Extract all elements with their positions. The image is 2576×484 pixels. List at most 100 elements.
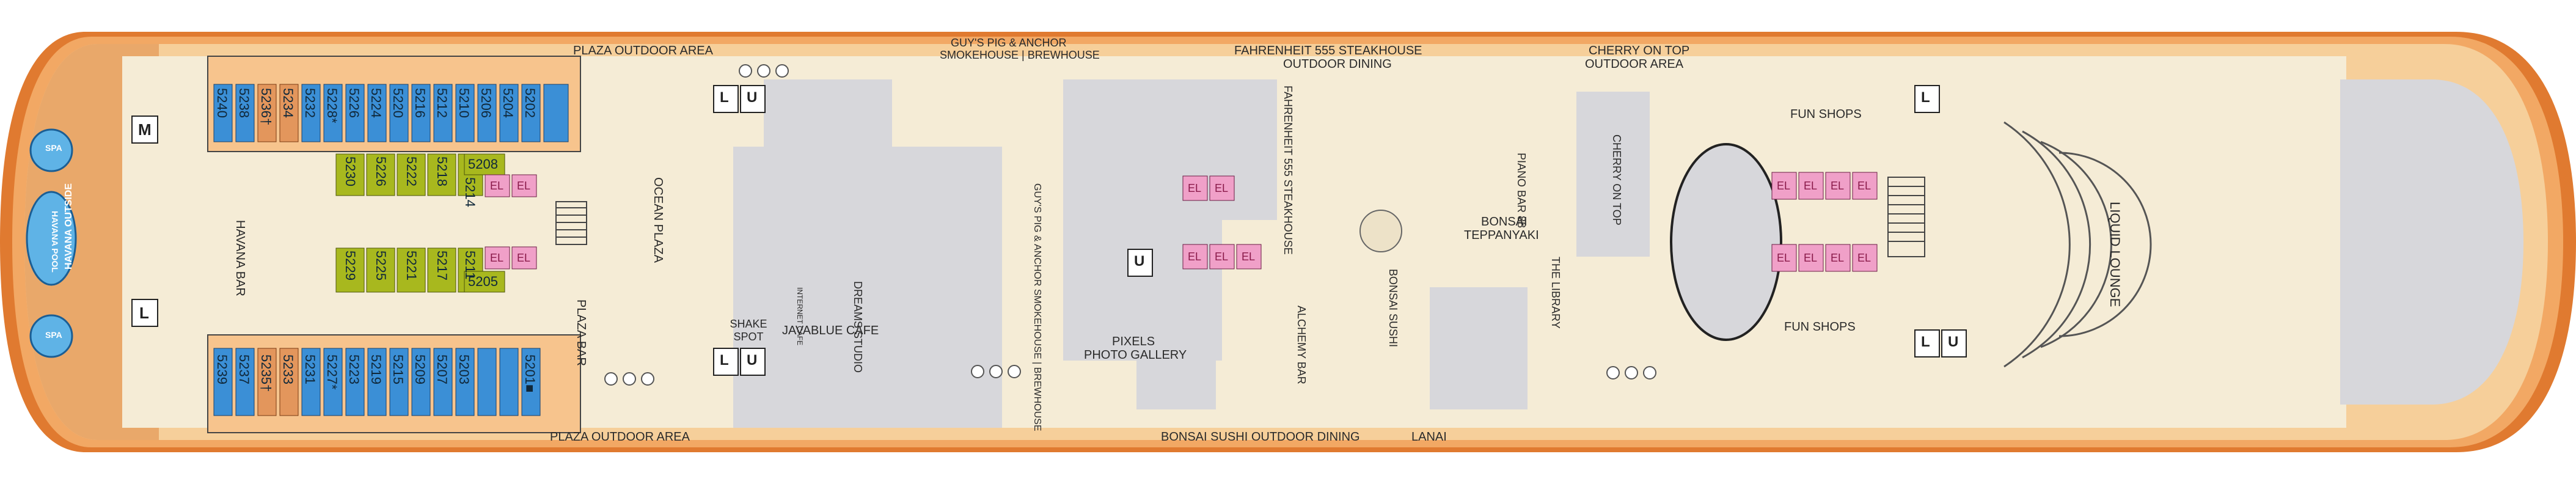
el-label-14: EL (1777, 252, 1791, 264)
cabin-label: 5239 (214, 354, 230, 384)
cabin-label: 5225 (373, 251, 389, 280)
bonsai-outdoor-label: BONSAI SUSHI OUTDOOR DINING (1161, 430, 1360, 444)
el-label-15: EL (1804, 252, 1818, 264)
the-library-label: THE LIBRARY (1550, 257, 1562, 329)
icon-l-bottom: L (139, 304, 149, 322)
havana-pool-area (26, 128, 77, 358)
cabin-label: 5229 (343, 251, 358, 280)
plaza-outdoor-top-label: PLAZA OUTDOOR AREA (573, 44, 713, 57)
alchemy-bar-label: ALCHEMY BAR (1295, 306, 1308, 384)
cabin-label: 5214 (463, 177, 478, 207)
cabin-label: 5226 (346, 88, 362, 118)
el-label-2: EL (517, 180, 531, 192)
icon-u-fwd-bottom: U (1948, 334, 1959, 350)
el-label-12: EL (1831, 180, 1845, 192)
cabin-label: 5208 (468, 156, 498, 172)
cabin-label: 5240 (214, 88, 230, 118)
cabin-label: 5212 (434, 88, 450, 118)
inner-cabins (335, 153, 505, 293)
cabin-label: 5234 (280, 88, 296, 118)
icon-u-mid-bottom: U (747, 352, 758, 369)
cabin-label: 5222 (404, 156, 419, 186)
lanai-label: LANAI (1411, 430, 1447, 444)
cabin-label: 5227* (324, 354, 340, 390)
icon-u-center: U (1134, 253, 1145, 270)
internet-cafe-label: INTERNET CAFE (796, 287, 804, 346)
cabin-label: 5209 (412, 354, 428, 384)
fahrenheit-top-label-2: OUTDOOR DINING (1283, 57, 1392, 71)
ocean-plaza-label: OCEAN PLAZA (651, 177, 665, 263)
havana-outside-label: HAVANA OUTSIDE (64, 183, 74, 270)
icon-l-mid-bottom: L (720, 352, 729, 369)
liquid-lounge-seating (2003, 121, 2152, 368)
elevators (485, 172, 1878, 272)
icon-l-mid-top: L (720, 89, 729, 106)
cherry-top-label-2: OUTDOOR AREA (1585, 57, 1684, 71)
photo-gallery-label: PHOTO GALLERY (1084, 348, 1187, 362)
cabin-label: 5215 (390, 354, 406, 384)
cabin-label: 5231 (302, 354, 318, 384)
grey-zone-5 (1430, 287, 1528, 409)
plaza-outdoor-bottom-label: PLAZA OUTDOOR AREA (550, 430, 690, 444)
cabin-label: 5228* (324, 88, 340, 123)
cabin-label: 5205 (468, 274, 498, 289)
bonsai-round (1359, 210, 1402, 252)
el-label-6: EL (1215, 182, 1229, 194)
icon-l-fwd-top: L (1921, 89, 1930, 106)
el-label-11: EL (1804, 180, 1818, 192)
cabin-label: 5232 (302, 88, 318, 118)
tables (604, 64, 1656, 386)
top-cabins (213, 84, 569, 142)
cabin-label: 5223 (346, 354, 362, 384)
guys-top-label-2: SMOKEHOUSE | BREWHOUSE (940, 49, 1100, 61)
cabin-label: 5203 (456, 354, 472, 384)
icon-m-top: M (138, 120, 152, 139)
guys-inner-label: GUY'S PIG & ANCHOR SMOKEHOUSE | BREWHOUS… (1032, 183, 1042, 431)
shake-spot-label: SHAKE SPOT (730, 318, 767, 343)
cabin-label: 5236† (258, 88, 274, 126)
cabin-label: 5230 (343, 156, 358, 186)
el-label-13: EL (1857, 180, 1872, 192)
bonsai-teppanyaki-label-1: BONSAI (1481, 215, 1528, 229)
grey-zone-7 (1136, 361, 1216, 409)
cabin-label: 5219 (368, 354, 384, 384)
icon-boxes (131, 85, 1967, 376)
guys-top-label-1: GUY'S PIG & ANCHOR (951, 37, 1067, 49)
cabin-label: 5207 (434, 354, 450, 384)
liquid-lounge-label: LIQUID LOUNGE (2107, 202, 2123, 307)
cabin-label: 5217 (434, 251, 450, 280)
spa-label-bottom: SPA (45, 330, 62, 340)
el-label-4: EL (517, 252, 531, 264)
el-label-3: EL (490, 252, 504, 264)
cabin-label: 5233 (280, 354, 296, 384)
cabin-label: 5216 (412, 88, 428, 118)
cabin-label: 5201■ (522, 354, 538, 393)
cabin-label: 5218 (434, 156, 450, 186)
cabin-label: 5204 (500, 88, 516, 118)
cherry-inner-label: CHERRY ON TOP (1611, 134, 1623, 226)
bottom-cabins (213, 348, 541, 416)
bonsai-teppanyaki-label-2: TEPPANYAKI (1464, 229, 1539, 242)
bonsai-sushi-label: BONSAI SUSHI (1387, 269, 1399, 348)
grey-zone-6 (1576, 92, 1650, 257)
havana-pool-label: HAVANA POOL (50, 211, 60, 273)
el-label-9: EL (1242, 251, 1256, 263)
fahrenheit-top-label-1: FAHRENHEIT 555 STEAKHOUSE (1234, 44, 1422, 57)
icon-l-fwd-bottom: L (1921, 334, 1930, 350)
cabin-label: 5220 (390, 88, 406, 118)
el-label-1: EL (490, 180, 504, 192)
cabin-label: 5206 (478, 88, 494, 118)
bow-grey (2340, 79, 2523, 405)
havana-bar-label: HAVANA BAR (233, 220, 247, 296)
fun-shops-top-label: FUN SHOPS (1790, 108, 1862, 121)
plaza-bar-label: PLAZA BAR (574, 299, 588, 366)
el-label-10: EL (1777, 180, 1791, 192)
atrium-void (1670, 143, 1782, 341)
cabin-label: 5226 (373, 156, 389, 186)
cabin-label: 5202 (522, 88, 538, 118)
el-label-7: EL (1188, 251, 1202, 263)
grey-zone-2 (764, 79, 892, 153)
cabin-label: 5237 (236, 354, 252, 384)
